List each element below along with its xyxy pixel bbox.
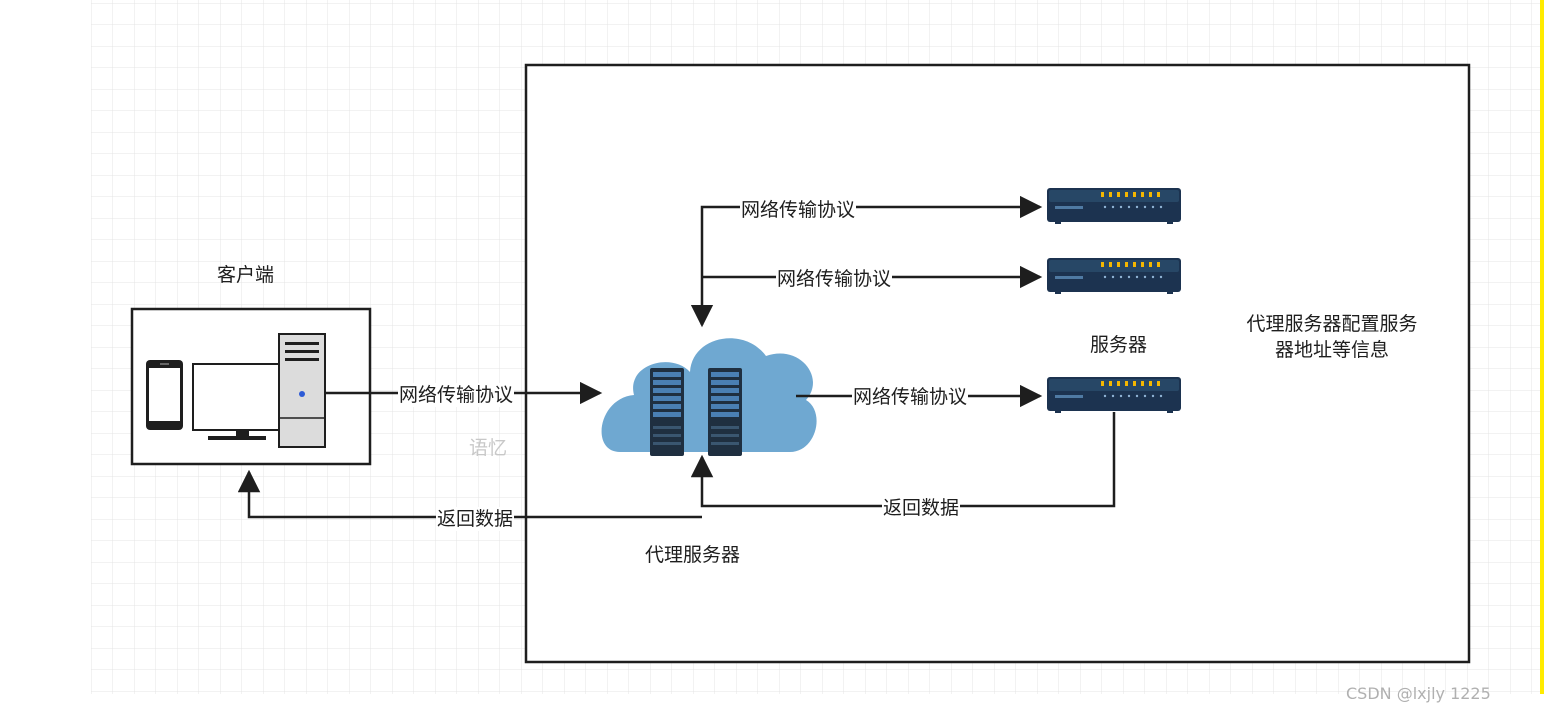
rack-server-icon — [1047, 258, 1181, 294]
edge-client-return — [237, 469, 702, 519]
phone-icon — [146, 360, 183, 430]
edge-label-client-to-proxy: 网络传输协议 — [398, 383, 515, 407]
edge-proxy-to-server-1 — [690, 195, 1043, 328]
cloud-server-icon — [601, 338, 817, 456]
client-title: 客户端 — [217, 264, 275, 286]
edge-label-client-return: 返回数据 — [436, 507, 515, 531]
servers-title: 服务器 — [1090, 334, 1148, 356]
proxy-boundary — [524, 63, 1471, 664]
config-note-line-1: 代理服务器配置服务 — [1246, 313, 1418, 335]
proxy-title: 代理服务器 — [645, 544, 741, 566]
tower-pc-icon — [278, 333, 326, 448]
monitor-icon — [192, 363, 295, 440]
edge-label-proxy-to-server-3: 网络传输协议 — [852, 385, 969, 409]
config-note: 代理服务器配置服务 器地址等信息 — [1222, 311, 1442, 363]
config-note-line-2: 器地址等信息 — [1274, 339, 1389, 361]
edge-label-proxy-to-server-1: 网络传输协议 — [740, 198, 857, 222]
edge-label-server-return: 返回数据 — [882, 496, 961, 520]
footer-credit: CSDN @lxjly 1225 — [1346, 684, 1491, 703]
rack-server-icon — [1047, 377, 1181, 413]
edge-label-proxy-to-server-2: 网络传输协议 — [776, 267, 893, 291]
rack-server-icon — [1047, 188, 1181, 224]
watermark: 语忆 — [469, 437, 508, 459]
